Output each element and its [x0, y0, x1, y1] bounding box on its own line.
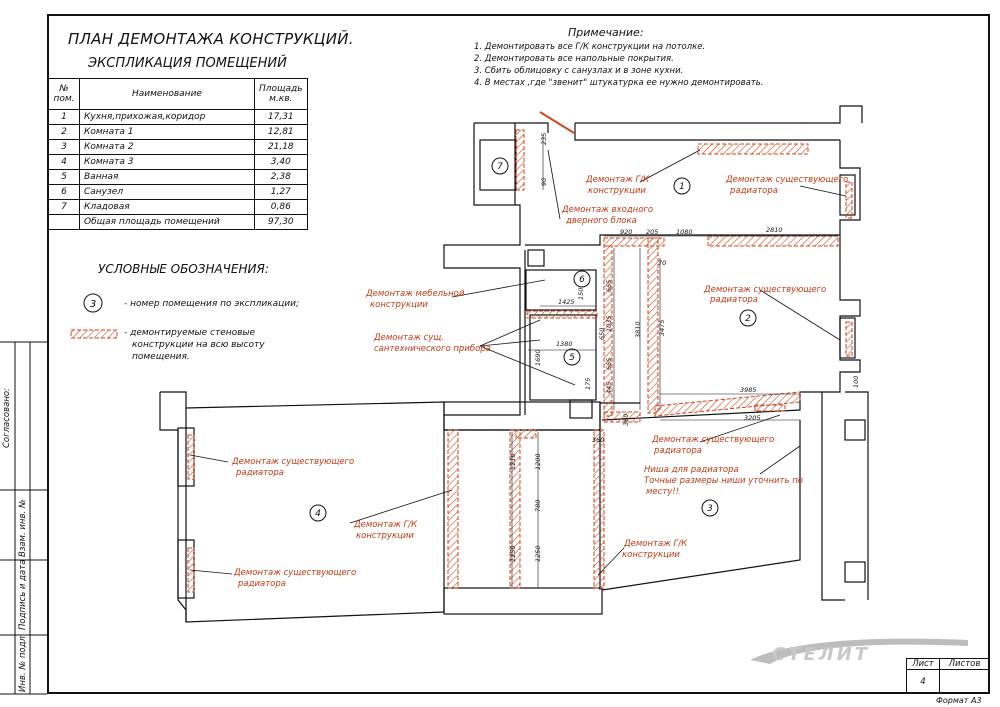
legend-title: УСЛОВНЫЕ ОБОЗНАЧЕНИЯ:	[98, 262, 269, 276]
label-plumbing: Демонтаж сущ.	[373, 333, 444, 343]
dim-label: 90	[540, 178, 548, 186]
label-gk-top: Демонтаж Г/К	[585, 175, 650, 185]
dim-label: 1035	[605, 315, 613, 332]
label-rad-l1: Демонтаж существующего	[231, 457, 354, 467]
label-niche-2: Точные размеры ниши уточнить по	[644, 476, 803, 486]
legend-room-text: - номер помещения по экспликации;	[124, 299, 300, 309]
dim-label: 1250	[509, 545, 517, 562]
dim-label: 1210	[509, 453, 517, 470]
dim-label: 3475	[658, 319, 666, 336]
dim-label: 235	[540, 133, 548, 145]
room-number: 4	[315, 509, 321, 519]
room-number: 5	[569, 353, 575, 363]
room-markers	[309, 157, 757, 522]
label-rad-r3: Демонтаж существующего	[651, 435, 774, 445]
sheet-sidebar	[0, 341, 47, 695]
label-door-2: дверного блока	[565, 216, 637, 226]
legend-symbols: 3	[70, 293, 118, 339]
dim-label: 1425	[558, 298, 575, 306]
sidebar-inv-orig: Инв. № подл.	[18, 633, 28, 692]
label-rad-l1-2: радиатора	[235, 468, 284, 478]
label-rad-r1: Демонтаж существующего	[725, 175, 848, 185]
dim-label: 380	[622, 414, 630, 426]
room-number: 2	[745, 314, 751, 324]
note-item: 4. В местах ,где "звенит" штукатурка ее …	[474, 78, 764, 88]
label-niche-3: месту!!	[646, 487, 679, 497]
door-demolition-mark	[539, 111, 575, 134]
room-number: 3	[707, 504, 713, 514]
dim-label: 650	[598, 328, 606, 340]
explication-title: ЭКСПЛИКАЦИЯ ПОМЕЩЕНИЙ	[88, 56, 287, 71]
label-furniture: Демонтаж мебельной	[365, 289, 465, 299]
dim-label: 3205	[744, 414, 761, 422]
demolition-walls	[187, 129, 853, 593]
stamp-sheet-no: 4	[906, 669, 940, 694]
legend-wall-text-1: - демонтируемые стеновые	[124, 328, 256, 338]
stamp-sheets-value	[939, 669, 990, 694]
label-rad-r2: Демонтаж существующего	[703, 285, 826, 295]
sheet-format: Формат А3	[936, 696, 982, 705]
walls	[159, 105, 869, 623]
dim-label: 1080	[676, 228, 693, 236]
sidebar-sign-date: Подпись и дата	[18, 559, 28, 630]
label-niche: Ниша для радиатора	[644, 465, 739, 475]
logo-text: СТЕЛИТ	[772, 644, 870, 665]
dim-label: 150	[577, 288, 585, 300]
legend-wall-text-3: помещения.	[132, 352, 190, 362]
dim-label: 3985	[740, 386, 757, 394]
label-gk-mid: Демонтаж Г/К	[353, 520, 418, 530]
dim-label: 205	[646, 228, 658, 236]
dim-label: 665	[605, 280, 613, 292]
legend-room-symbol: 3	[90, 299, 96, 310]
dim-label: 360	[592, 436, 604, 444]
note-item: 1. Демонтировать все Г/К конструкции на …	[474, 42, 706, 52]
sidebar-agreed: Согласовано:	[2, 388, 12, 448]
label-rad-r3-2: радиатора	[653, 446, 702, 456]
col-name-header: Наименование	[79, 78, 255, 110]
label-gk-top-2: конструкции	[588, 186, 646, 196]
dim-label: 1380	[556, 340, 573, 348]
note-item: 3. Сбить облицовку с санузлах и в зоне к…	[474, 66, 684, 76]
room-number: 7	[497, 162, 503, 172]
room-number: 1	[679, 182, 685, 192]
label-gk-mid-2: конструкции	[356, 531, 414, 541]
label-plumbing-2: сантехнического прибора	[374, 344, 491, 354]
label-rad-r2-2: радиатора	[709, 295, 758, 305]
dim-label: 920	[620, 228, 632, 236]
dim-label: 445	[605, 382, 613, 394]
leader-lines	[189, 149, 847, 576]
dim-label: 1690	[534, 349, 542, 366]
note-item: 2. Демонтировать все напольные покрытия.	[474, 54, 674, 64]
company-logo: СТЕЛИТ	[750, 638, 968, 665]
label-rad-r1-2: радиатора	[729, 186, 778, 196]
dim-label: 2810	[766, 226, 783, 234]
label-rad-l2-2: радиатора	[237, 579, 286, 589]
label-rad-l2: Демонтаж существующего	[233, 568, 356, 578]
dim-label: 100	[852, 376, 860, 388]
label-door: Демонтаж входного	[561, 205, 653, 215]
drawing-frame	[47, 14, 990, 694]
col-area-header: Площадь м.кв.	[254, 78, 308, 110]
dim-label: 175	[584, 378, 592, 390]
drawing-title: ПЛАН ДЕМОНТАЖА КОНСТРУКЦИЙ.	[68, 30, 354, 48]
dim-label: 665	[605, 358, 613, 370]
sidebar-inv-no: Взам. инв. №	[18, 499, 28, 557]
notes-title: Примечание:	[568, 26, 644, 39]
dimension-lines	[511, 135, 838, 588]
label-gk-right-2: конструкции	[622, 550, 680, 560]
label-gk-right: Демонтаж Г/К	[623, 539, 688, 549]
label-furniture-2: конструкции	[370, 300, 428, 310]
dim-label: 70	[658, 259, 666, 267]
legend-wall-text-2: конструкции на всю высоту	[132, 340, 265, 350]
dim-label: 3810	[634, 321, 642, 338]
room-number: 6	[579, 275, 585, 285]
